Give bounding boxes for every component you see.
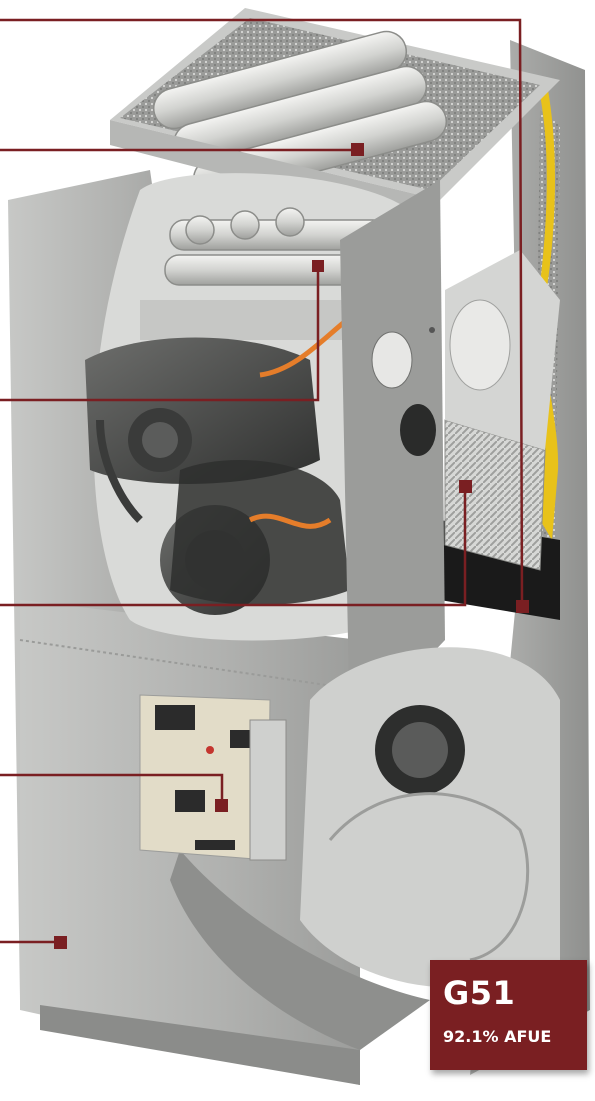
secondary-heat-exchanger <box>444 250 560 571</box>
callout-marker-5 <box>215 799 228 812</box>
callout-marker-1 <box>516 600 529 613</box>
model-badge: G51 92.1% AFUE <box>430 960 587 1070</box>
efficiency-rating: 92.1% AFUE <box>443 1027 552 1046</box>
callout-line-4 <box>0 485 467 607</box>
model-name: G51 <box>443 974 516 1012</box>
callout-line-1 <box>0 18 524 606</box>
vestibule-panel <box>340 180 445 740</box>
insulation-strip <box>535 90 559 540</box>
callout-marker-4 <box>459 480 472 493</box>
callout-marker-3 <box>312 260 324 272</box>
callout-line-3 <box>0 265 320 402</box>
blower-assembly <box>170 647 560 1050</box>
callout-line-5 <box>0 773 224 800</box>
callout-marker-2 <box>351 143 364 156</box>
control-board <box>139 694 287 861</box>
callout-marker-6 <box>54 936 67 949</box>
